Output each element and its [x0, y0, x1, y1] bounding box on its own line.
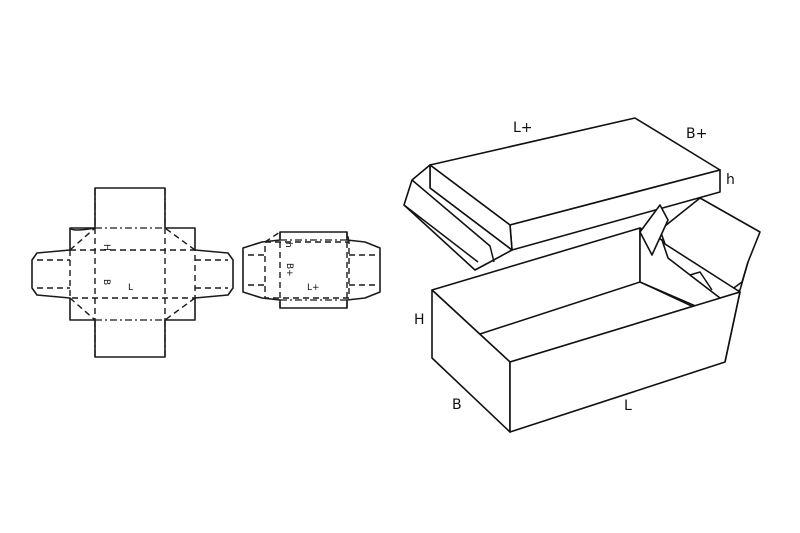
base-net-l-label: L: [128, 283, 133, 293]
lid-height-label: h: [726, 172, 735, 188]
lid-length-label: L+: [513, 120, 533, 136]
lid-width-label: B+: [686, 126, 707, 142]
base-length-label: L: [624, 398, 632, 414]
base-width-label: B: [452, 397, 462, 413]
base-height-label: H: [414, 312, 425, 328]
box-3d-illustration: L+ B+ h H B L: [403, 117, 761, 433]
base-dieline: H B L: [31, 187, 234, 358]
lid-dieline: h B+ L+: [242, 231, 381, 309]
lid-net-h-label: h: [283, 242, 293, 248]
base-net-b-label: B: [101, 279, 111, 285]
lid-net-b-label: B+: [284, 263, 294, 277]
base-net-h-label: H: [101, 244, 111, 251]
lid-net-l-label: L+: [307, 283, 320, 293]
